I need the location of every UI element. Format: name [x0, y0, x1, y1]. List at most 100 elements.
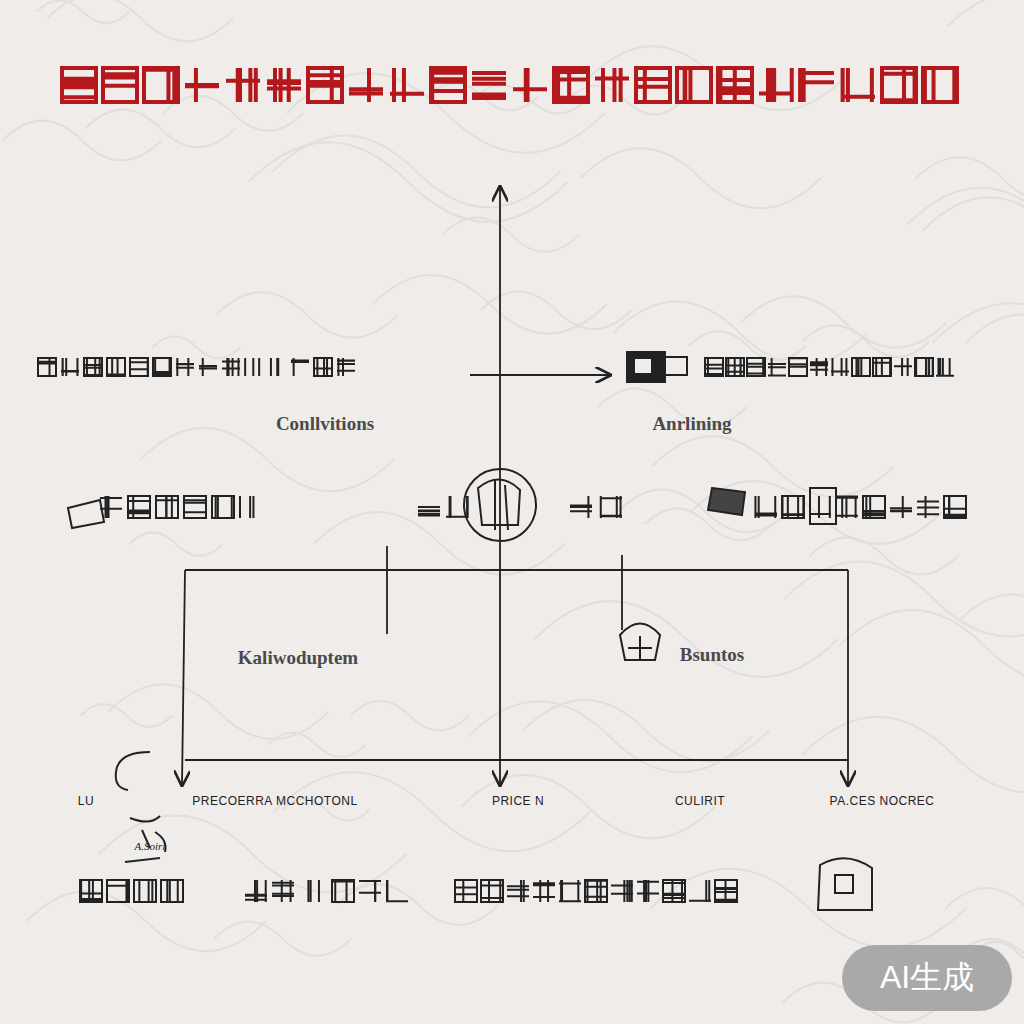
texture-stroke [216, 292, 398, 337]
glyph-mark [944, 496, 966, 518]
texture-stroke [580, 148, 820, 208]
glyph-mark [611, 880, 633, 902]
glyph-mark [559, 880, 581, 902]
texture-stroke [273, 136, 560, 208]
glyph-mark [595, 68, 629, 102]
glyph-mark [810, 358, 828, 376]
camera-icon [665, 357, 687, 375]
glyph-mark [267, 68, 301, 102]
glyph-mark [863, 496, 885, 518]
center-icon [464, 469, 536, 541]
glyph-mark [62, 68, 96, 102]
glyph-mark [245, 880, 267, 902]
glyph-mark [61, 358, 79, 376]
texture-stroke [140, 428, 393, 491]
texture-stroke [268, 733, 365, 757]
left-drop [182, 570, 185, 785]
glyph-mark [185, 68, 219, 102]
glyph-mark [841, 68, 875, 102]
glyph-mark [184, 496, 206, 518]
glyph-mark [128, 496, 150, 518]
glyph-mark [291, 358, 309, 376]
glyph-mark [936, 358, 954, 376]
watermark-badge: AI生成 [842, 945, 1012, 1011]
glyph-mark [418, 507, 440, 516]
texture-stroke [645, 508, 772, 540]
icons [68, 352, 872, 910]
glyph-mark [222, 358, 240, 376]
glyph-mark [570, 496, 592, 518]
glyph-mark [337, 358, 355, 376]
frame-bottom [185, 759, 848, 761]
texture-stroke [337, 884, 499, 924]
center-icon [478, 479, 520, 525]
glyph-mark [199, 358, 217, 376]
diagram-label: A.Soirl [135, 840, 166, 852]
glyph-mark [130, 358, 148, 376]
glyph-mark [882, 68, 916, 102]
texture-stroke [468, 701, 752, 772]
inner-tick [621, 555, 623, 630]
texture-stroke [81, 704, 173, 727]
axis-lines [182, 187, 848, 785]
center-icon [495, 480, 508, 530]
texture-stroke [443, 218, 579, 252]
glyph-mark [481, 880, 503, 902]
glyph-mark [747, 358, 765, 376]
glyph-mark [915, 358, 933, 376]
texture-stroke [923, 197, 1024, 263]
glyph-mark [38, 358, 56, 376]
horizontal-arrow [470, 374, 610, 376]
glyph-mark [176, 358, 194, 376]
glyph-mark [212, 496, 234, 518]
glyph-mark [390, 68, 424, 102]
robot-icon [628, 636, 652, 660]
glyph-mark [689, 880, 711, 902]
glyph-mark [677, 68, 711, 102]
glyph-mark [144, 68, 178, 102]
glyph-mark [156, 496, 178, 518]
texture-stroke [523, 700, 769, 761]
glyph-mark [923, 68, 957, 102]
texture-stroke [947, 0, 1024, 60]
glyph-mark [349, 68, 383, 102]
device-icon [810, 488, 836, 524]
texture-stroke [152, 336, 240, 358]
glyph-mark [272, 880, 294, 902]
texture-stroke [652, 436, 894, 496]
vertical-axis [499, 187, 501, 780]
texture-stroke [85, 110, 235, 147]
texture-stroke [959, 595, 1024, 648]
glyph-mark [917, 496, 939, 518]
glyph-mark [831, 358, 849, 376]
texture-stroke [373, 275, 607, 334]
glyph-mark [554, 68, 588, 102]
glyph-mark [332, 880, 354, 902]
texture-stroke [689, 331, 806, 360]
glyph-mark [800, 68, 834, 102]
diagram-label: Anrlining [652, 414, 731, 435]
glyph-mark [513, 68, 547, 102]
glyph-mark [455, 880, 477, 902]
glyph-mark [153, 358, 171, 376]
glyph-mark [768, 358, 786, 376]
glyph-mark [308, 880, 319, 902]
watermark-text: AI生成 [880, 960, 974, 995]
glyph-mark [759, 68, 793, 102]
camera-icon [634, 358, 652, 374]
glyph-mark [663, 880, 685, 902]
glyph-rows [38, 358, 966, 902]
device-icon [708, 488, 745, 515]
texture-stroke [742, 296, 947, 347]
texture-stroke [3, 121, 162, 161]
texture-stroke [534, 601, 837, 677]
glyph-mark [308, 68, 342, 102]
glyph-mark [789, 358, 807, 376]
face-sketch [116, 752, 150, 790]
face-sketch [125, 816, 166, 862]
inner-tick [386, 546, 388, 634]
glyph-mark [80, 880, 102, 902]
texture-stroke [481, 291, 632, 329]
